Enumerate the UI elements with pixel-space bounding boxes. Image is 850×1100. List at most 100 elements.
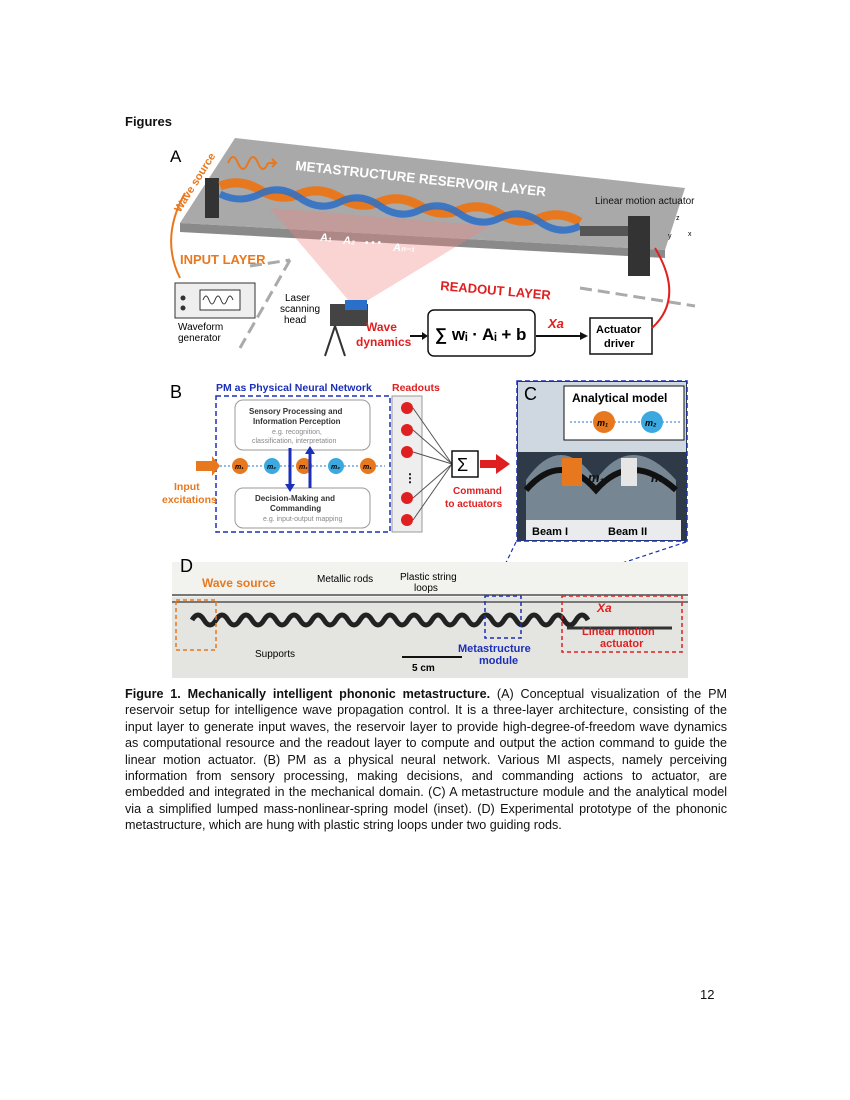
a-label-n-1: Aₙ₋₁ — [392, 242, 415, 254]
svg-text:e.g. recognition,: e.g. recognition, — [272, 429, 322, 436]
actuator-block — [628, 216, 650, 276]
input-arrow-icon — [196, 456, 220, 476]
analytical-model-box — [563, 385, 685, 441]
svg-text:m₂: m₂ — [645, 418, 657, 428]
svg-text:classification, interpretation: classification, interpretation — [252, 438, 337, 445]
svg-text:Commanding: Commanding — [270, 504, 321, 513]
m1-label: m₁ — [588, 470, 604, 485]
svg-text:m₁: m₁ — [363, 464, 372, 471]
metallic-rods-label: Metallic rods — [317, 574, 373, 585]
linear-motion-label-2: actuator — [600, 638, 644, 650]
input-layer-label: INPUT LAYER — [180, 252, 266, 267]
svg-text:dynamics: dynamics — [356, 335, 412, 349]
a-label-2: A₂ — [342, 235, 355, 247]
linear-motion-actuator-a: Linear motion actuator — [595, 196, 695, 207]
svg-text:scanning: scanning — [280, 304, 320, 315]
svg-text:⋮: ⋮ — [404, 471, 416, 485]
panel-a-figure: A METASTRUCTURE RESERVOIR LAYER Wave sou… — [170, 138, 696, 357]
actuator-rod — [580, 226, 630, 236]
waveform-generator-label-2: generator — [178, 333, 221, 344]
xa-label-a: Xa — [547, 316, 564, 331]
input-label-2: excitations — [162, 494, 217, 506]
a-label-dots: • • • — [365, 238, 382, 249]
command-label-2: to actuators — [445, 499, 503, 510]
a-label-n: Aₙ — [451, 251, 465, 263]
metastructure-module-box — [484, 595, 522, 639]
svg-text:Sensory Processing and: Sensory Processing and — [249, 407, 342, 416]
svg-text:head: head — [284, 315, 306, 326]
readouts-box — [391, 395, 423, 533]
a-label-1: A₁ — [319, 232, 332, 244]
page-number: 12 — [700, 987, 715, 1002]
xa-label-d: Xa — [596, 601, 612, 615]
command-arrow-icon — [480, 454, 510, 474]
sensory-box — [234, 399, 371, 451]
platform-edge — [180, 223, 665, 258]
figures-heading: Figures — [125, 114, 172, 129]
analytical-model-title: Analytical model — [572, 391, 667, 405]
svg-text:Information Perception: Information Perception — [253, 417, 341, 426]
decision-box — [234, 487, 371, 529]
wave-icon — [227, 156, 269, 170]
panel-a-label: A — [170, 147, 182, 166]
axis-z: z — [676, 215, 680, 222]
waveform-generator-box — [174, 282, 256, 319]
plastic-loops-label-2: loops — [414, 583, 438, 594]
laser-head-label: Laser — [285, 293, 311, 304]
m2-label: m₂ — [651, 470, 668, 485]
panel-d-figure: D Wave source Metallic rods Plastic stri… — [172, 541, 688, 678]
svg-text:e.g. input-output mapping: e.g. input-output mapping — [263, 516, 342, 523]
actuator-driver-label: Actuator — [596, 324, 642, 336]
readout-nodes: ⋮ — [401, 402, 416, 526]
equation-box — [427, 309, 536, 357]
actuator-driver-box — [589, 317, 653, 355]
scale-label: 5 cm — [412, 663, 435, 674]
svg-text:m₁: m₁ — [299, 464, 308, 471]
prototype-chain — [189, 612, 591, 628]
readouts-label: Readouts — [392, 382, 440, 394]
driver-wire — [651, 247, 671, 329]
arrow-icon — [268, 158, 278, 168]
supports-label: Supports — [255, 649, 295, 660]
svg-text:Σ: Σ — [457, 455, 468, 475]
plastic-loops-label-1: Plastic string — [400, 572, 457, 583]
svg-text:Decision-Making and: Decision-Making and — [255, 494, 335, 503]
metastructure-chain — [218, 178, 583, 234]
mass-chain: m₁ m₂ m₁ m₂ m₁ — [220, 458, 385, 474]
beam-2-label: Beam II — [608, 526, 647, 538]
svg-text:m₂: m₂ — [331, 464, 340, 471]
input-wire — [170, 192, 186, 279]
linear-motion-label-1: Linear motion — [582, 626, 655, 638]
command-label-1: Command — [453, 486, 502, 497]
reservoir-platform — [180, 138, 685, 250]
separator-dash — [249, 258, 291, 268]
svg-text:driver: driver — [604, 338, 635, 350]
panel-c-label: C — [524, 384, 537, 404]
axis-x: x — [688, 231, 692, 238]
readout-layer-label: READOUT LAYER — [440, 278, 552, 303]
svg-text:m₂: m₂ — [267, 464, 276, 471]
svg-text:m₁: m₁ — [235, 464, 244, 471]
sum-box — [451, 450, 479, 478]
laser-cone — [270, 208, 490, 308]
separator-dash-3 — [579, 286, 696, 308]
waveform-generator-label-1: Waveform — [178, 322, 223, 333]
figure-caption: Figure 1. Mechanically intelligent phono… — [125, 686, 727, 834]
wave-dynamics-label: Wave — [366, 320, 397, 334]
svg-text:m₁: m₁ — [597, 418, 608, 428]
input-label-1: Input — [174, 481, 200, 493]
panel-d-label: D — [180, 556, 193, 576]
wave-source-box — [175, 599, 217, 651]
panel-c-figure: C Analytical model m₁ m₂ m₁ m₂ Beam I Be… — [516, 380, 688, 542]
equation: ∑ wᵢ · Aᵢ + b — [435, 325, 526, 344]
orange-mass — [562, 458, 582, 486]
axis-y: y — [668, 233, 672, 240]
panel-b-label: B — [170, 382, 182, 402]
caption-text: (A) Conceptual visualization of the PM r… — [125, 687, 727, 833]
beam-1-label: Beam I — [532, 526, 568, 538]
actuator-box — [561, 595, 683, 653]
left-fixture — [205, 178, 219, 218]
caption-bold: Figure 1. Mechanically intelligent phono… — [125, 687, 491, 701]
panel-b-figure: B PM as Physical Neural Network Readouts… — [162, 382, 510, 533]
metastructure-label-2: module — [479, 655, 518, 667]
